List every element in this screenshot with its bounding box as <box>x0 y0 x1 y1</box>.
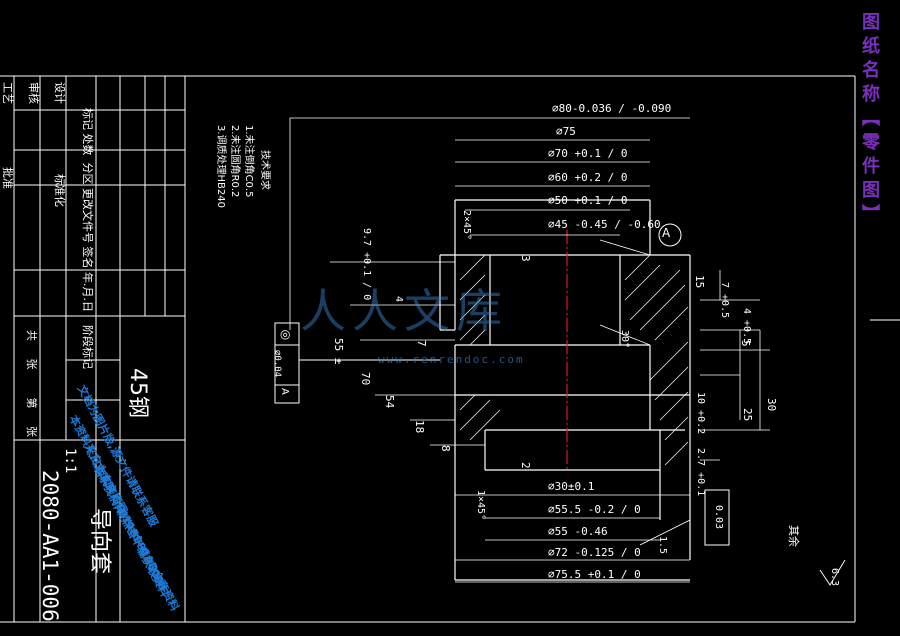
title-block-lower <box>13 315 186 623</box>
dim-d75: ⌀75 <box>556 125 576 138</box>
hatching <box>459 254 689 466</box>
dim-30: 30 <box>765 398 778 412</box>
dim-5: 5 <box>739 340 752 347</box>
dim-c2x45: 2×45° <box>461 210 472 241</box>
tb-row4: 工艺 批准 <box>1 82 14 189</box>
roughness-value: 6.3 <box>829 568 840 587</box>
dim-d45: ⌀45 -0.45 / -0.60 <box>548 218 661 231</box>
dim-d30: ⌀30±0.1 <box>548 480 595 493</box>
drawing-number: 2080-AA1-006 <box>38 470 62 622</box>
dim-2: 2 <box>519 462 532 469</box>
dim-30deg: 30° <box>619 330 630 349</box>
dim-d50: ⌀50 +0.1 / 0 <box>548 194 628 207</box>
dim-4-5: 4 +0.5 <box>741 308 752 345</box>
dim-c1x45: 1×45° <box>475 490 486 521</box>
tb-sheets: 共 张 第 张 <box>25 330 38 437</box>
geometric-tolerance-frame <box>274 322 440 404</box>
datum-circle <box>658 223 682 247</box>
scale: 1:1 <box>62 448 78 474</box>
tol-datum: A <box>279 388 290 395</box>
note-1: 1.未注倒角C0.5 <box>243 125 254 198</box>
dim-d55-5: ⌀55.5 -0.2 / 0 <box>548 503 641 516</box>
dim-d72: ⌀72 -0.125 / 0 <box>548 546 641 559</box>
dim-25: 25 <box>741 408 754 422</box>
dim-2-7: 2.7 +0.1 <box>695 448 706 497</box>
dim-d75-5: ⌀75.5 +0.1 / 0 <box>548 568 641 581</box>
note-3: 3.调质处理HB240 <box>215 125 226 209</box>
dim-3-top: 3 <box>519 255 532 262</box>
dim-d80: ⌀80-0.036 / -0.090 <box>552 102 672 115</box>
tb-row1: 标记 处数 分区 更改文件号 签名 年.月.日 <box>81 108 94 312</box>
tol-symbol: ◎ <box>280 327 291 341</box>
dim-15: 15 <box>693 275 706 289</box>
note-2: 2.未注圆角R0.2 <box>229 125 240 198</box>
roughness-symbol <box>819 559 846 586</box>
dim-18: 18 <box>413 420 426 434</box>
notes-heading: 技术要求 <box>259 150 270 190</box>
flatness-frame <box>704 489 730 546</box>
dim-55: 55 ± <box>332 338 345 365</box>
tb-row3: 审核 <box>27 82 40 104</box>
part-name: 导向套 <box>87 508 112 575</box>
part-section <box>439 199 691 581</box>
datum-label: A <box>662 226 671 240</box>
dim-d70: ⌀70 +0.1 / 0 <box>548 147 628 160</box>
watermark-url: www.renrendoc.com <box>378 353 525 366</box>
watermark-logo: 人人文库 <box>300 284 508 338</box>
dim-54: 54 <box>383 395 396 409</box>
material: 45钢 <box>125 368 150 418</box>
dim-10: 10 +0.2 <box>695 392 706 435</box>
dim-d55: ⌀55 -0.46 <box>548 525 608 538</box>
tol-value: ⌀0.04 <box>272 350 282 378</box>
title-block-upper <box>13 75 186 317</box>
tb-row2: 设计 标准化 <box>53 82 66 207</box>
dim-1-5: 1.5 <box>657 536 668 555</box>
dim-d60: ⌀60 +0.2 / 0 <box>548 171 628 184</box>
drawing-title: 图纸名称【零件图】 <box>859 12 880 228</box>
dim-70: 70 <box>359 372 372 386</box>
dim-8: 8 <box>439 445 452 452</box>
dim-7-05: 7 +0.5 <box>719 282 730 319</box>
dimension-lines <box>289 117 770 583</box>
roughness-other-label: 其余 <box>787 525 800 547</box>
tb-stage: 阶段标记 <box>81 325 94 369</box>
flatness-value: 0.03 <box>713 505 724 530</box>
